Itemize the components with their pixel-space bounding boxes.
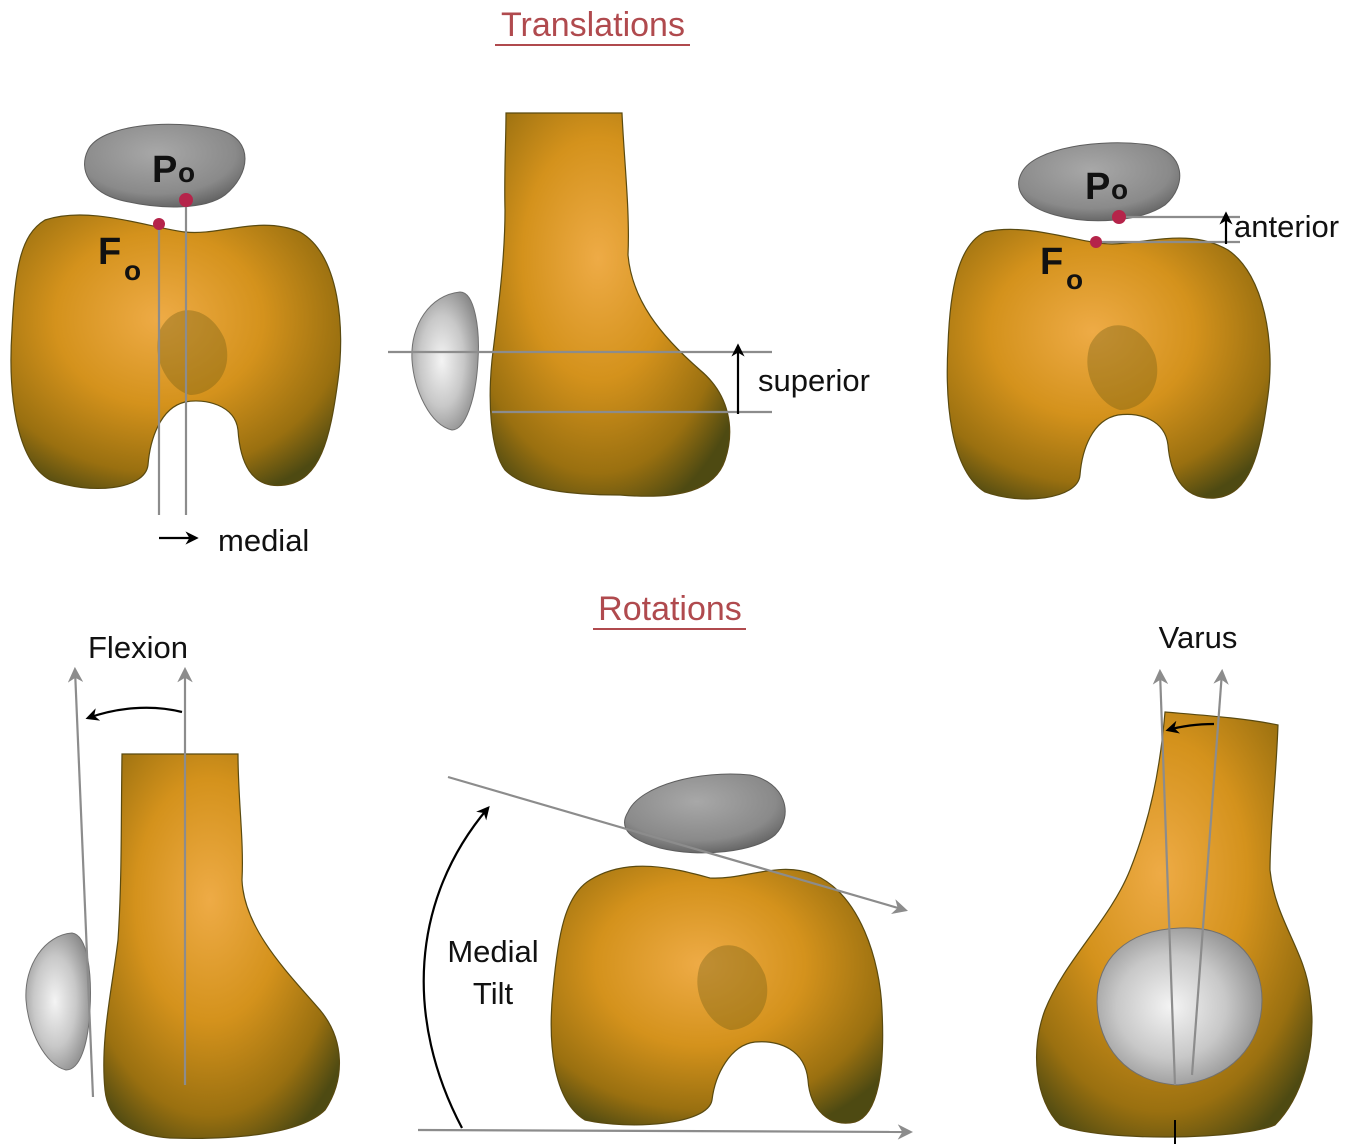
femur-origin-subscript: o xyxy=(124,255,141,286)
femur-origin-point-anterior xyxy=(1090,236,1102,248)
femur-origin-point xyxy=(153,218,165,230)
patella-origin-point-anterior xyxy=(1112,210,1126,224)
patella-side-shape xyxy=(412,292,479,430)
patella-shape-tilt xyxy=(625,774,786,853)
panel-medial-tilt-rotation: Medial Tilt xyxy=(418,774,910,1132)
panel-anterior-translation: P o F o anterior xyxy=(947,143,1339,499)
femur-origin-label: F xyxy=(98,231,121,273)
flexion-label: Flexion xyxy=(88,630,188,665)
rotations-title: Rotations xyxy=(598,590,742,628)
varus-label: Varus xyxy=(1159,620,1238,655)
medial-tilt-label-line2: Tilt xyxy=(473,976,514,1011)
translations-heading: Translations xyxy=(495,6,690,45)
medial-tilt-label-line1: Medial xyxy=(447,934,538,969)
panel-varus-rotation: Varus xyxy=(1037,620,1312,1144)
translations-title: Translations xyxy=(501,6,685,44)
medial-label: medial xyxy=(218,523,309,558)
femur-origin-label-anterior: F xyxy=(1040,241,1063,283)
femur-side-shape-flexion xyxy=(104,754,340,1138)
femur-side-shape xyxy=(490,113,729,496)
rotations-heading: Rotations xyxy=(593,590,746,629)
panel-superior-translation: superior xyxy=(388,113,870,496)
anterior-label: anterior xyxy=(1234,209,1339,244)
patella-origin-label-anterior: P xyxy=(1085,166,1110,208)
patella-origin-point xyxy=(179,193,193,207)
femur-origin-subscript-anterior: o xyxy=(1066,264,1083,295)
patella-side-shape-flexion xyxy=(26,933,91,1070)
patella-origin-subscript: o xyxy=(178,157,195,188)
superior-label: superior xyxy=(758,363,870,398)
patella-origin-subscript-anterior: o xyxy=(1111,174,1128,205)
patella-origin-label: P xyxy=(152,149,177,191)
panel-medial-translation: P o F o medial xyxy=(11,124,341,558)
panel-flexion-rotation: Flexion xyxy=(26,630,340,1138)
